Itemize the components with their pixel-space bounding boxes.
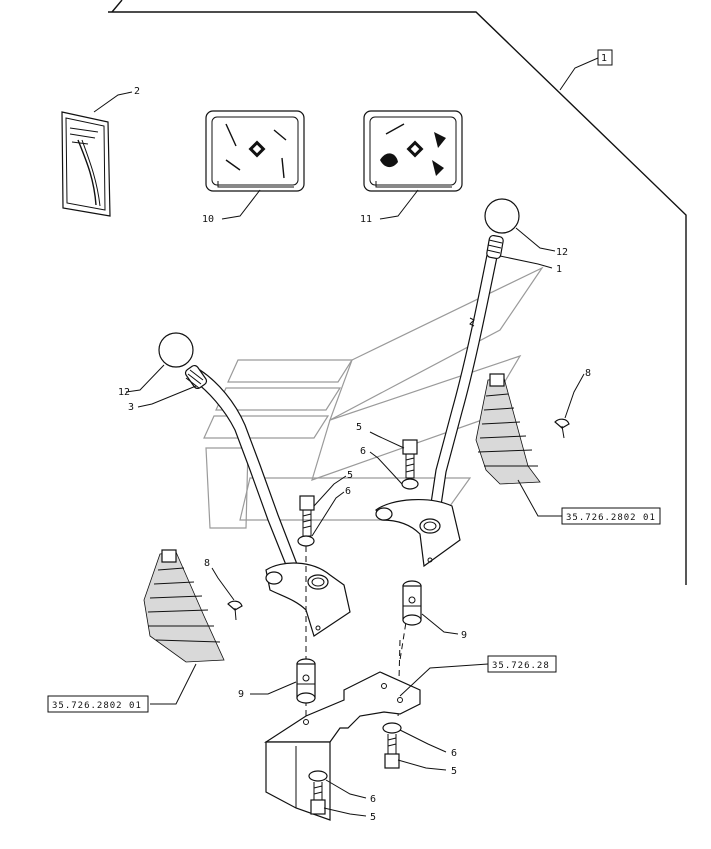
ref-boot-right-label: 35.726.2802 01 [566, 513, 656, 523]
bolt-a-callout-label: 5 [347, 470, 353, 481]
ref-boot-right: 35.726.2802 01 [517, 479, 661, 525]
washer-a [297, 535, 315, 547]
bolt-d-callout-label: 5 [370, 812, 376, 823]
washer-a-callout: 6 [311, 486, 351, 537]
bucket-pattern-icon [380, 123, 446, 176]
ref-base-bracket: 35.726.28 [399, 655, 557, 697]
washer-d [308, 770, 328, 782]
screw-boot-right [554, 418, 570, 439]
knob-right-callout: 12 [515, 227, 568, 258]
washer-c-callout-label: 6 [451, 748, 457, 759]
universal-joint-right [402, 580, 422, 626]
lever-left-callout: 3 [128, 385, 197, 413]
decal-manual-callout: 2 [93, 86, 140, 113]
ref-boot-left: 35.726.2802 01 [47, 663, 197, 713]
assembly-frame [108, 0, 687, 585]
bolt-b-callout-label: 5 [356, 422, 362, 433]
washer-b [401, 478, 419, 490]
lever-left-callout-label: 3 [128, 402, 134, 413]
bolt-d-callout: 5 [323, 807, 376, 823]
universal-joint-left-callout-label: 9 [238, 689, 244, 700]
bolt-c-callout-label: 5 [451, 766, 457, 777]
decal-manual [61, 111, 111, 217]
decal-pattern-left-callout-label: 10 [202, 214, 214, 225]
screw-boot-right-callout-label: 8 [585, 368, 591, 379]
bolt-c-callout: 5 [397, 759, 457, 777]
washer-c-callout: 6 [399, 729, 457, 759]
lever-left [184, 364, 351, 637]
universal-joint-right-callout: 9 [421, 613, 467, 641]
screw-boot-left [227, 600, 243, 621]
assembly-callout-label: 1 [601, 53, 607, 64]
bolt-d [310, 782, 326, 815]
bolt-b-callout: 5 [356, 422, 405, 449]
washer-d-callout: 6 [325, 779, 376, 805]
decal-pattern-right-callout-label: 11 [360, 214, 372, 225]
universal-joint-right-callout-label: 9 [461, 630, 467, 641]
lever-right [375, 234, 504, 568]
rubber-boot-left [143, 549, 225, 663]
lever-right-callout: 1 [499, 255, 562, 275]
washer-a-callout-label: 6 [345, 486, 351, 497]
washer-b-callout-label: 6 [360, 446, 366, 457]
lever-pattern-icon [225, 123, 287, 179]
washer-b-callout: 6 [360, 446, 403, 485]
bolt-a-callout: 5 [313, 470, 353, 507]
screw-boot-left-callout: 8 [204, 558, 235, 601]
rubber-boot-right [475, 373, 541, 485]
lever-right-callout-label: 1 [556, 264, 562, 275]
knob-left-callout-label: 12 [118, 387, 130, 398]
base-bracket [263, 671, 421, 821]
bolt-c [384, 734, 400, 769]
universal-joint-left [296, 658, 316, 704]
washer-d-callout-label: 6 [370, 794, 376, 805]
bolt-b [402, 439, 418, 479]
decal-pattern-right [363, 110, 463, 192]
knob-left-callout: 12 [118, 364, 165, 398]
universal-joint-left-callout: 9 [238, 681, 297, 700]
knob-right-callout-label: 12 [556, 247, 568, 258]
knob-left [158, 332, 194, 368]
decal-pattern-right-callout: 11 [360, 189, 419, 225]
washer-c [382, 722, 402, 734]
knob-right [484, 198, 520, 234]
screw-boot-right-callout: 8 [564, 368, 591, 419]
bolt-a [299, 495, 315, 537]
decal-pattern-left-callout: 10 [202, 189, 261, 225]
decal-manual-callout-label: 2 [134, 86, 140, 97]
ref-base-bracket-label: 35.726.28 [492, 661, 550, 671]
assembly-callout: 1 [559, 49, 613, 91]
screw-boot-left-callout-label: 8 [204, 558, 210, 569]
ref-boot-left-label: 35.726.2802 01 [52, 701, 142, 711]
decal-pattern-left [205, 110, 305, 192]
